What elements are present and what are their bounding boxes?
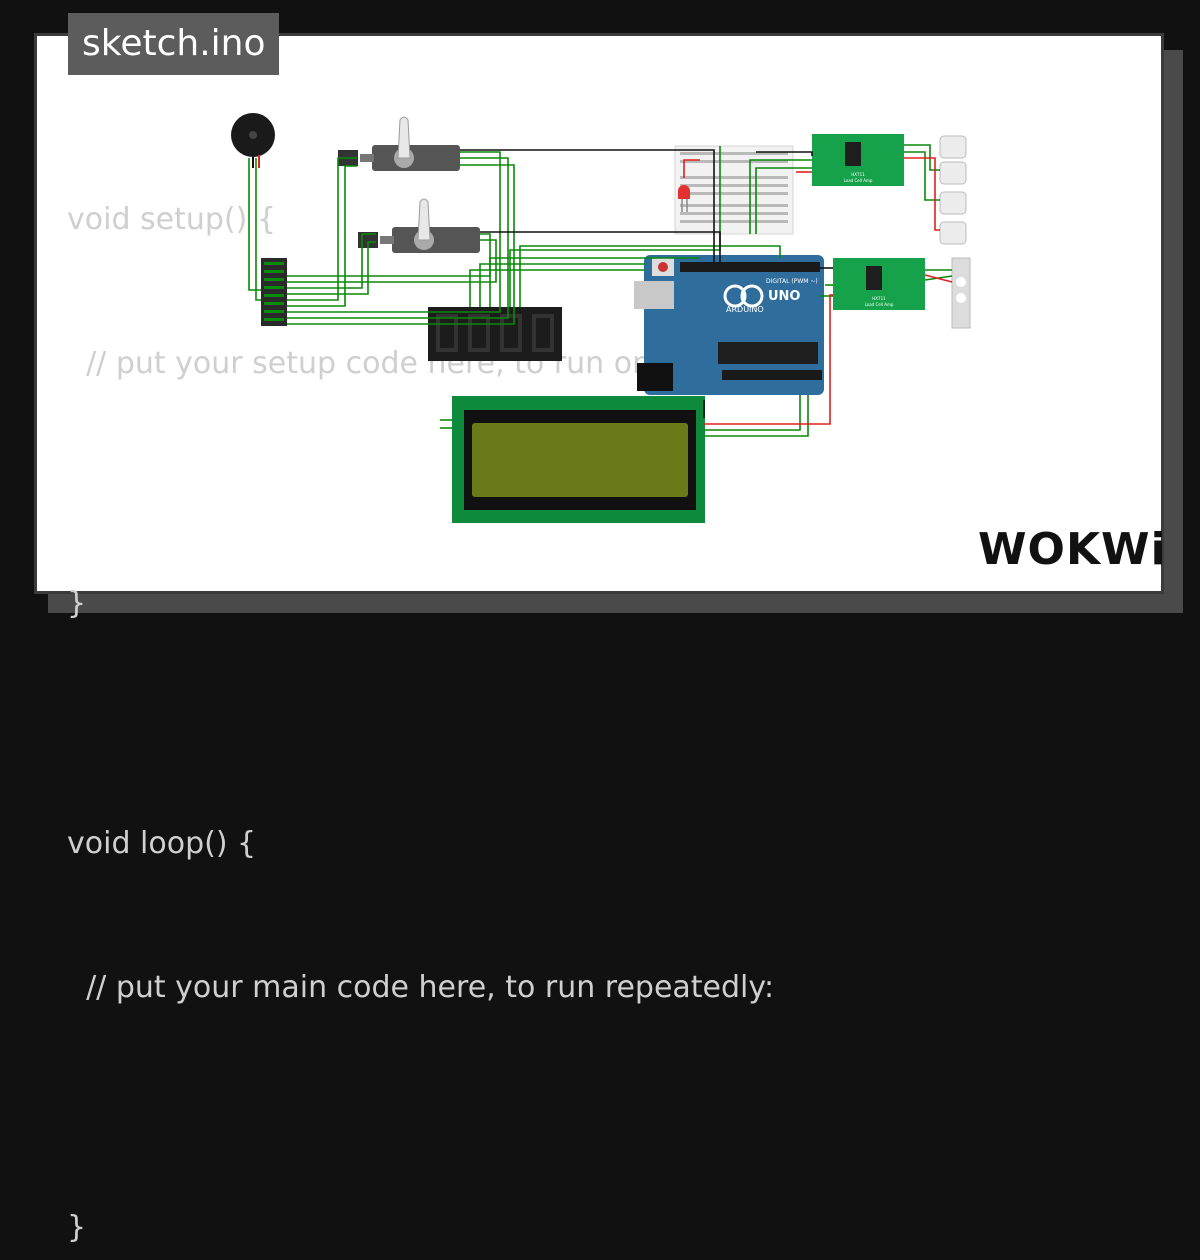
wires (248, 144, 953, 437)
hx711-subtitle: Load Cell Amp (865, 302, 894, 307)
arduino-uno-board[interactable]: UNO ARDUINO DIGITAL (PWM ~) (634, 255, 824, 395)
hx711-module-1[interactable]: HX711 Load Cell Amp (812, 134, 904, 186)
file-tab[interactable]: sketch.ino (68, 13, 280, 75)
red-led[interactable] (678, 185, 690, 212)
circuit-diagram: HX711 Load Cell Amp HX711 Load Cell Amp … (231, 113, 971, 523)
load-cell-sensors[interactable] (939, 135, 967, 245)
servo-motor-2[interactable] (358, 198, 480, 253)
wokwi-logo: WOKWi (978, 524, 1167, 575)
board-brand: ARDUINO (726, 305, 764, 314)
breadboard[interactable] (674, 145, 794, 235)
code-line: // put your main code here, to run repea… (67, 970, 775, 1005)
code-line: void loop() { (67, 826, 257, 861)
servo-motor-1[interactable] (338, 116, 460, 171)
seven-segment-display[interactable] (428, 307, 562, 361)
load-cell-bar[interactable] (951, 257, 971, 329)
hx711-title: HX711 (851, 172, 865, 177)
lcd-display[interactable] (452, 396, 705, 523)
buzzer[interactable] (231, 113, 275, 168)
board-model: UNO (768, 289, 801, 304)
code-line: } (67, 586, 87, 621)
code-line: } (67, 1210, 87, 1245)
hx711-title: HX711 (872, 296, 886, 301)
hx711-module-2[interactable]: HX711 Load Cell Amp (833, 258, 925, 310)
hx711-subtitle: Load Cell Amp (844, 178, 873, 183)
code-line: void setup() { (67, 202, 276, 237)
dip-switch[interactable] (261, 258, 287, 326)
digital-header-label: DIGITAL (PWM ~) (766, 278, 818, 285)
